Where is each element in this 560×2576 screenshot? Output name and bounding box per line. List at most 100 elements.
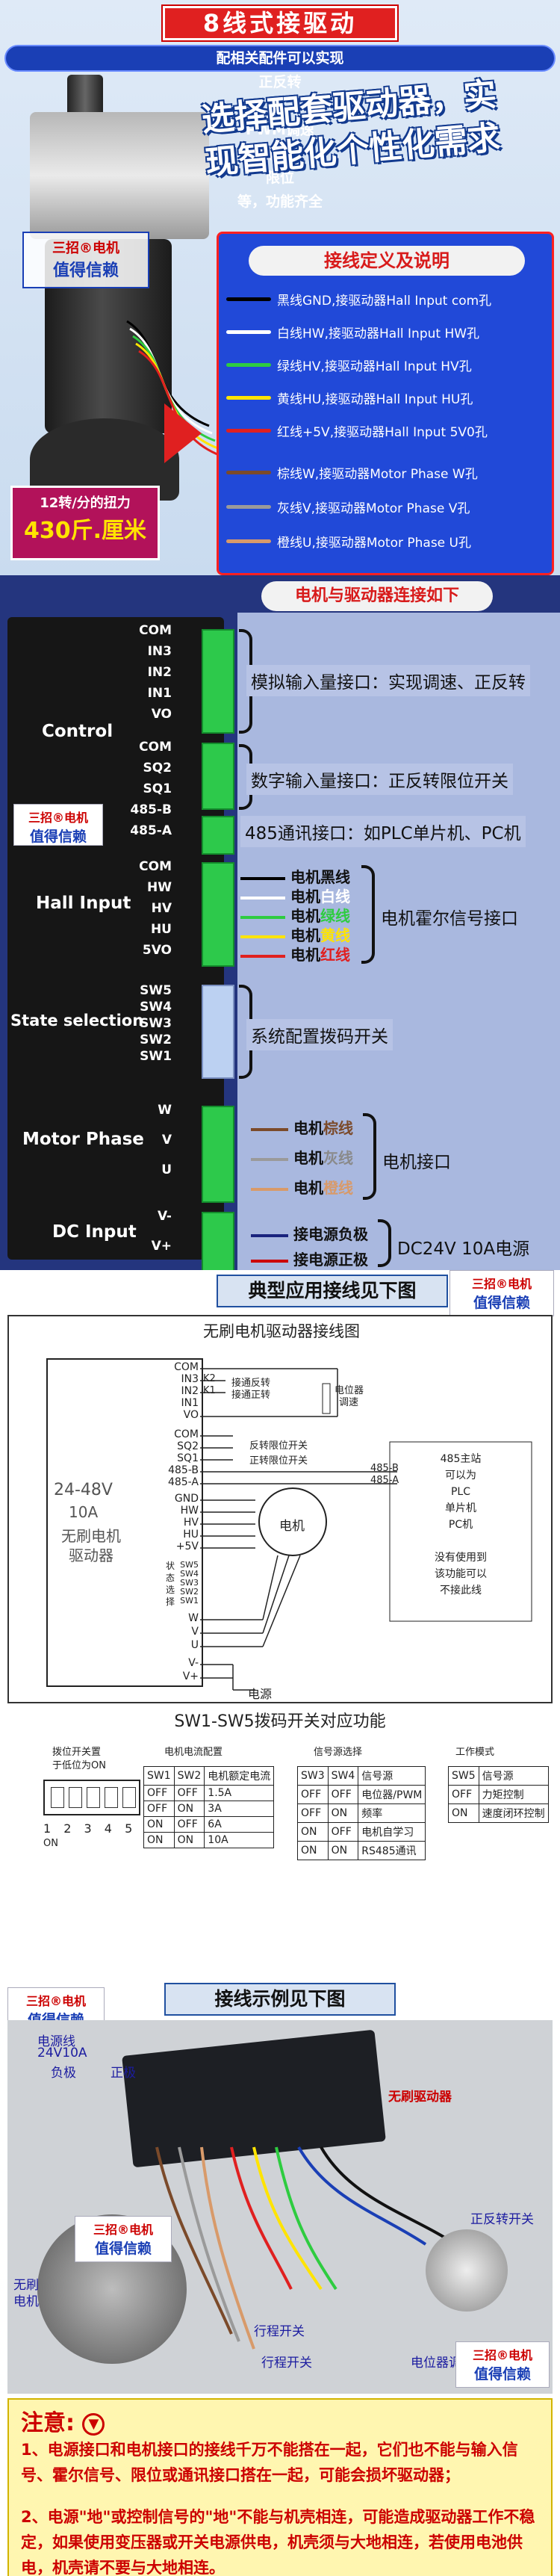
pin-label: W	[158, 1103, 172, 1118]
table-cell: OFF	[448, 1785, 479, 1804]
diagram-pin: IN1	[181, 1397, 199, 1409]
table-cell: OFF	[327, 1822, 359, 1842]
wire-prefix: 电机	[290, 946, 320, 964]
dip-slot	[51, 1787, 64, 1808]
hall-wire-row: 电机黑线	[240, 865, 350, 887]
pin-label: IN3	[147, 644, 172, 659]
example-section-header: 接线示例见下图	[164, 1983, 396, 2016]
diagram-pin: SW2	[180, 1587, 199, 1597]
table-cell: ON	[448, 1803, 479, 1823]
driver-section-header: 电机与驱动器连接如下	[261, 581, 493, 611]
dip-slot	[87, 1787, 100, 1808]
wire-color-swatch	[226, 539, 271, 543]
note-item: 1、电源接口和电机接口的接线千万不能搭在一起，它们也不能与输入信号、霍尔信号、限…	[21, 2441, 518, 2484]
terminal-block-hall	[202, 862, 234, 967]
table-cell: 力矩控制	[478, 1785, 549, 1804]
brand-logo: 三招®电机 值得信赖	[13, 804, 103, 846]
page-title: 8线式接驱动	[202, 9, 358, 37]
pin-label: HV	[151, 901, 172, 916]
brand-logo: 三招®电机 值得信赖	[22, 232, 149, 288]
dip-numbers: 1 2 3 4 5	[43, 1821, 137, 1836]
table-cell: OFF	[327, 1785, 359, 1804]
dip-slot	[69, 1787, 82, 1808]
dip-caption: 于低位为ON	[52, 1760, 106, 1771]
driver-name: 无刷电机	[61, 1527, 121, 1545]
feature-suffix: 等，功能齐全	[237, 193, 323, 210]
plc-line: PLC	[450, 1486, 471, 1498]
wire-row: 红线+5V,接驱动器Hall Input 5V0孔	[226, 416, 555, 445]
table-cell: ON	[143, 1816, 175, 1833]
diagram-pin: W	[188, 1612, 199, 1624]
table-cell: SW3	[297, 1766, 329, 1786]
table-cell: SW5	[448, 1766, 479, 1786]
diagram-pin: COM	[174, 1361, 199, 1373]
feature-prefix: 配相关配件可以实现	[216, 50, 344, 66]
torque-badge: 12转/分的扭力 430斤.厘米	[10, 486, 160, 560]
diagram-pin: +5V	[175, 1541, 199, 1552]
label-motor: 无刷	[13, 2278, 39, 2293]
wire-color-swatch	[240, 896, 285, 900]
pin-label: COM	[139, 623, 172, 638]
table-cell: OFF	[297, 1803, 329, 1823]
pin-label: SW5	[140, 983, 172, 998]
feature-mid: 、过载保护、	[237, 146, 323, 162]
wire-color-swatch	[226, 504, 271, 509]
diagram-pin: V	[191, 1626, 199, 1638]
diagram-pin: SW3	[180, 1578, 199, 1588]
wire-row: 橙线U,接驱动器Motor Phase U孔	[226, 527, 555, 555]
driver-terminal-block: COM IN3 IN2 IN1 VO COM SQ2 SQ1 485-B 485…	[7, 617, 224, 1260]
wire-color-swatch	[240, 935, 285, 938]
wire-prefix: 电机	[290, 926, 320, 944]
driver-current: 10A	[69, 1503, 99, 1521]
group-label-control: Control	[42, 722, 113, 741]
rs485-a-label: 485-A	[370, 1475, 399, 1486]
wire-color-swatch	[240, 876, 285, 880]
pin-label: COM	[139, 740, 172, 755]
table-cell: ON	[173, 1832, 205, 1848]
driver-name: 驱动器	[69, 1546, 113, 1564]
diagram-pin: 485-A	[167, 1476, 199, 1488]
plc-line: 485主站	[440, 1453, 482, 1465]
phase-wire-row: 电机灰线	[251, 1146, 353, 1168]
pin-label: IN2	[147, 665, 172, 680]
table-cell: RS485通讯	[358, 1841, 426, 1860]
wire-row: 棕线W,接驱动器Motor Phase W孔	[226, 458, 555, 486]
brand-logo: 三招®电机 值得信赖	[75, 2216, 172, 2262]
wire-prefix: 电机	[293, 1119, 323, 1137]
terminal-block-motor	[202, 1106, 234, 1203]
brand-slogan: 值得信赖	[473, 1295, 530, 1311]
diagram-pin: IN3	[181, 1373, 199, 1385]
wire-row: 灰线V,接驱动器Motor Phase V孔	[226, 492, 555, 521]
plc-box-text: 485主站 可以为 PLC 单片机 PC机 没有使用到 该功能可以 不接此线	[397, 1451, 524, 1599]
limit-switch-rev: 反转限位开关	[249, 1440, 308, 1452]
label-limit: 行程开关	[254, 2324, 305, 2339]
pin-label: V	[161, 1133, 172, 1148]
wire-row: 绿线HV,接驱动器Hall Input HV孔	[226, 350, 555, 379]
diagram-lines	[200, 1368, 532, 1691]
brand-logo: 三招®电机 值得信赖	[455, 2341, 550, 2388]
hall-wire-row: 电机红线	[240, 943, 350, 965]
wire-description: 绿线HV,接驱动器Hall Input HV孔	[277, 359, 472, 374]
terminal-block-digital	[202, 743, 234, 810]
group-label-hall: Hall Input	[36, 894, 131, 913]
table-cell: 6A	[204, 1816, 275, 1833]
wire-color-swatch	[240, 954, 285, 958]
feature-sep: 、	[273, 98, 287, 114]
power-label: 电源	[248, 1687, 273, 1701]
label-power-spec: 电源线	[37, 2034, 75, 2049]
wire-description: 棕线W,接驱动器Motor Phase W孔	[277, 466, 478, 482]
pin-label: IN1	[147, 686, 172, 701]
table-cell: 3A	[204, 1801, 275, 1817]
wire-description: 白线HW,接驱动器Hall Input HW孔	[277, 326, 480, 341]
brace	[378, 1219, 391, 1267]
dip-slot	[122, 1787, 136, 1808]
pin-label: SW1	[140, 1049, 172, 1064]
current-caption: 电机电流配置	[164, 1747, 223, 1758]
